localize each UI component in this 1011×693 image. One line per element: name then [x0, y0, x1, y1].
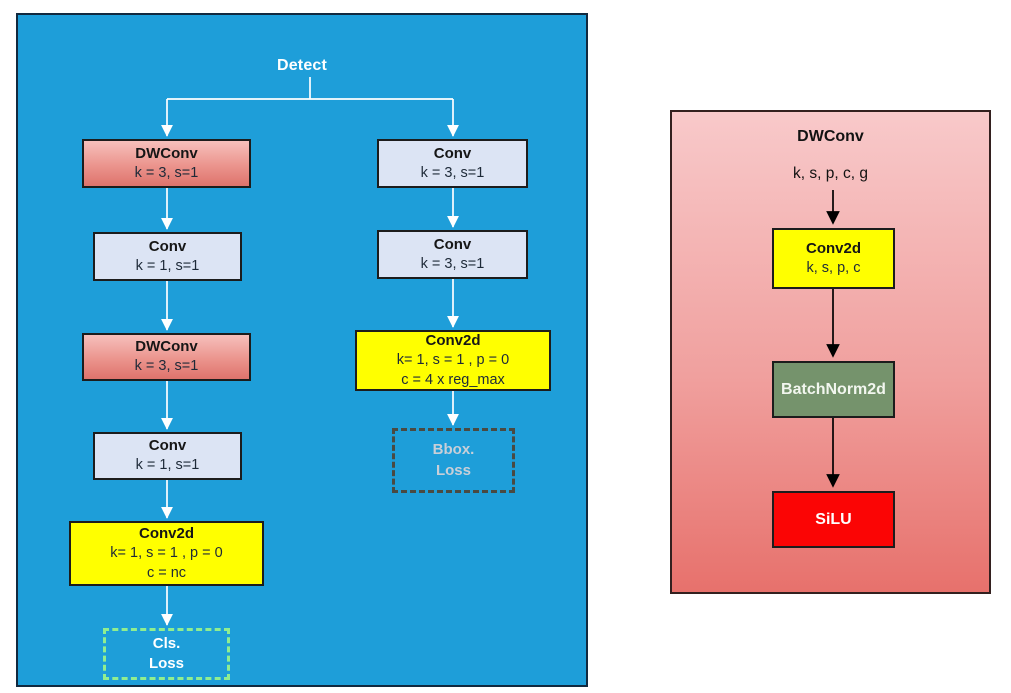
dwconv-title: DWConv [797, 128, 864, 145]
node-conv2d-bbox: Conv2d k= 1, s = 1 , p = 0 c = 4 x reg_m… [355, 330, 551, 391]
node-title: Conv2d [425, 331, 481, 349]
dwconv-detail-panel: DWConv k, s, p, c, g Conv2d k, s, p, c B… [670, 110, 991, 594]
node-dwconv-1: DWConv k = 3, s=1 [82, 139, 251, 188]
node-conv2d-detail: Conv2d k, s, p, c [772, 228, 895, 289]
node-params: k = 3, s=1 [134, 164, 199, 181]
node-title: SiLU [815, 510, 852, 528]
node-dwconv-2: DWConv k = 3, s=1 [82, 333, 251, 381]
node-params: k = 3, s=1 [134, 358, 199, 375]
node-subtitle: Loss [148, 655, 184, 672]
node-params: c = 4 x reg_max [401, 371, 505, 388]
node-params: k = 3, s=1 [420, 164, 485, 181]
node-conv-3: Conv k = 3, s=1 [377, 139, 528, 188]
node-title: DWConv [135, 338, 198, 356]
node-params: k, s, p, c [806, 259, 861, 276]
node-title: Conv [433, 144, 472, 162]
node-batchnorm2d: BatchNorm2d [772, 361, 895, 418]
node-title: DWConv [135, 144, 198, 162]
node-title: Conv [148, 437, 187, 455]
node-params: k = 3, s=1 [420, 255, 485, 272]
node-conv-4: Conv k = 3, s=1 [377, 230, 528, 279]
node-params: k = 1, s=1 [135, 257, 200, 274]
node-params: k= 1, s = 1 , p = 0 [396, 352, 510, 369]
node-conv-2: Conv k = 1, s=1 [93, 432, 242, 480]
node-bbox-loss: Bbox. Loss [392, 428, 515, 493]
node-params: k = 1, s=1 [135, 457, 200, 474]
node-subtitle: Loss [435, 461, 471, 479]
node-cls-loss: Cls. Loss [103, 628, 230, 680]
node-title: Conv [433, 235, 472, 253]
node-silu: SiLU [772, 491, 895, 548]
detect-label: Detect [276, 57, 328, 74]
node-title: BatchNorm2d [781, 380, 886, 398]
node-title: Conv2d [138, 524, 194, 542]
node-conv-1: Conv k = 1, s=1 [93, 232, 242, 281]
node-params: c = nc [146, 564, 187, 581]
node-title: Bbox. [432, 441, 475, 459]
detect-head-panel: Detect DWConv k = 3, s=1 Conv k = 1, s=1… [16, 13, 588, 687]
node-title: Conv2d [805, 239, 861, 257]
node-params: k= 1, s = 1 , p = 0 [110, 545, 223, 562]
node-conv2d-cls: Conv2d k= 1, s = 1 , p = 0 c = nc [69, 521, 264, 586]
node-title: Conv [148, 237, 187, 255]
node-title: Cls. [152, 634, 181, 652]
dwconv-input-args: k, s, p, c, g [793, 165, 868, 182]
